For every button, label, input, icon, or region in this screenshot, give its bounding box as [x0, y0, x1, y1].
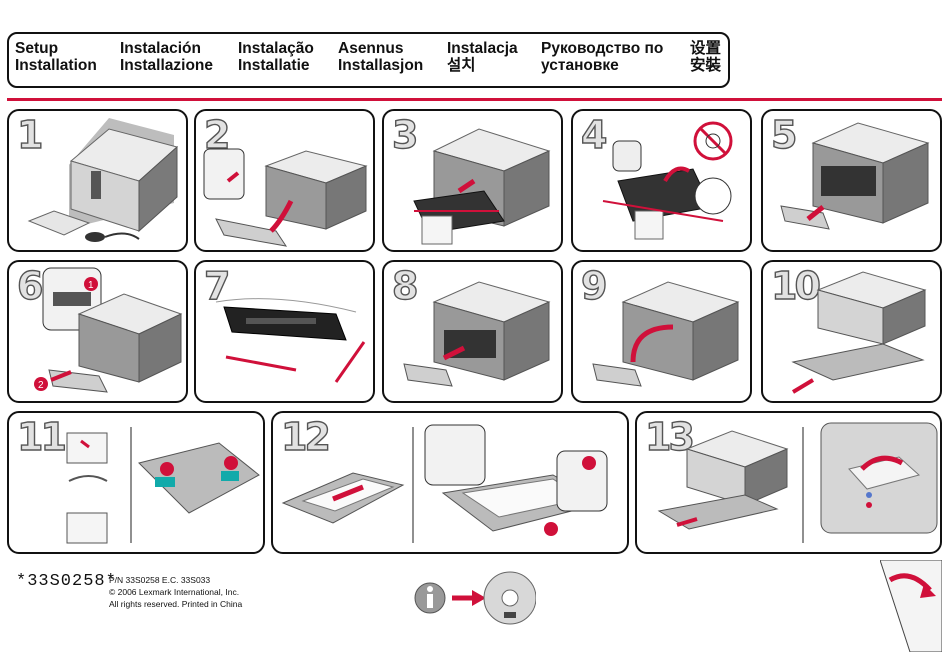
- step-number: 12: [280, 414, 331, 459]
- load-paper-illustration: [281, 424, 608, 543]
- lang-finnish-norwegian: Asennus Installasjon: [338, 40, 424, 74]
- step-number: 9: [580, 263, 608, 308]
- step-1-panel: 1: [7, 109, 188, 252]
- cartridge-unpack-illustration: [602, 121, 733, 240]
- step-number: 11: [16, 414, 67, 459]
- insert-cartridge-illustration: [780, 122, 930, 230]
- copyright: © 2006 Lexmark International, Inc.: [109, 587, 240, 597]
- part-info: P/N 33S0258 E.C. 33S033 © 2006 Lexmark I…: [109, 574, 242, 610]
- step-number: 10: [770, 263, 821, 308]
- callout-1: 1: [88, 280, 94, 291]
- step-7-panel: 7: [194, 260, 375, 403]
- part-number: P/N 33S0258 E.C. 33S033: [109, 575, 211, 585]
- step-11-panel: 11: [7, 411, 265, 554]
- shake-cartridge-illustration: [215, 298, 366, 383]
- step-2-panel: 2: [194, 109, 375, 252]
- lang-english: Setup Installation: [15, 40, 97, 74]
- lang-portuguese-dutch: Instalação Installatie: [238, 40, 314, 74]
- step-number: 6: [16, 263, 44, 308]
- close-door-illustration: [592, 281, 740, 387]
- step-4-panel: 4: [571, 109, 752, 252]
- step-9-panel: 9: [571, 260, 752, 403]
- remove-cartridge-illustration: 1 2: [34, 267, 183, 393]
- insert-tray-illustration: [657, 422, 938, 543]
- lang-chinese: 设置 安裝: [690, 40, 722, 74]
- pull-tray-illustration: [791, 271, 927, 394]
- callout-2: 2: [38, 380, 44, 391]
- insert-cartridge-2-illustration: [403, 281, 551, 387]
- step-8-panel: 8: [382, 260, 563, 403]
- title-box: Setup Installation Instalación Installaz…: [7, 32, 730, 88]
- step-number: 4: [580, 112, 608, 157]
- page-curl-icon: [880, 560, 942, 652]
- step-number: 8: [391, 263, 419, 308]
- step-12-panel: 12: [271, 411, 629, 554]
- open-front-door-illustration: [203, 148, 368, 247]
- rights: All rights reserved. Printed in China: [109, 599, 243, 609]
- step-3-panel: 3: [382, 109, 563, 252]
- barcode-text: *33S0258*: [16, 572, 117, 591]
- step-number: 1: [16, 112, 44, 157]
- lang-polish-korean: Instalacja 설치: [447, 40, 518, 74]
- printer-unboxed-illustration: [27, 118, 179, 242]
- flex-paper-illustration: [66, 427, 260, 544]
- lang-russian: Руководство по установке: [541, 40, 664, 74]
- info-to-cd-icon: [414, 571, 536, 625]
- lang-spanish-italian: Instalación Installazione: [120, 40, 214, 74]
- step-6-panel: 6 1 2: [7, 260, 188, 403]
- step-10-panel: 10: [761, 260, 942, 403]
- step-number: 3: [391, 112, 419, 157]
- remove-packaging-illustration: [413, 128, 551, 245]
- step-number: 7: [203, 263, 231, 308]
- step-5-panel: 5: [761, 109, 942, 252]
- step-13-panel: 13: [635, 411, 942, 554]
- header-divider: [7, 98, 942, 101]
- step-number: 5: [770, 112, 798, 157]
